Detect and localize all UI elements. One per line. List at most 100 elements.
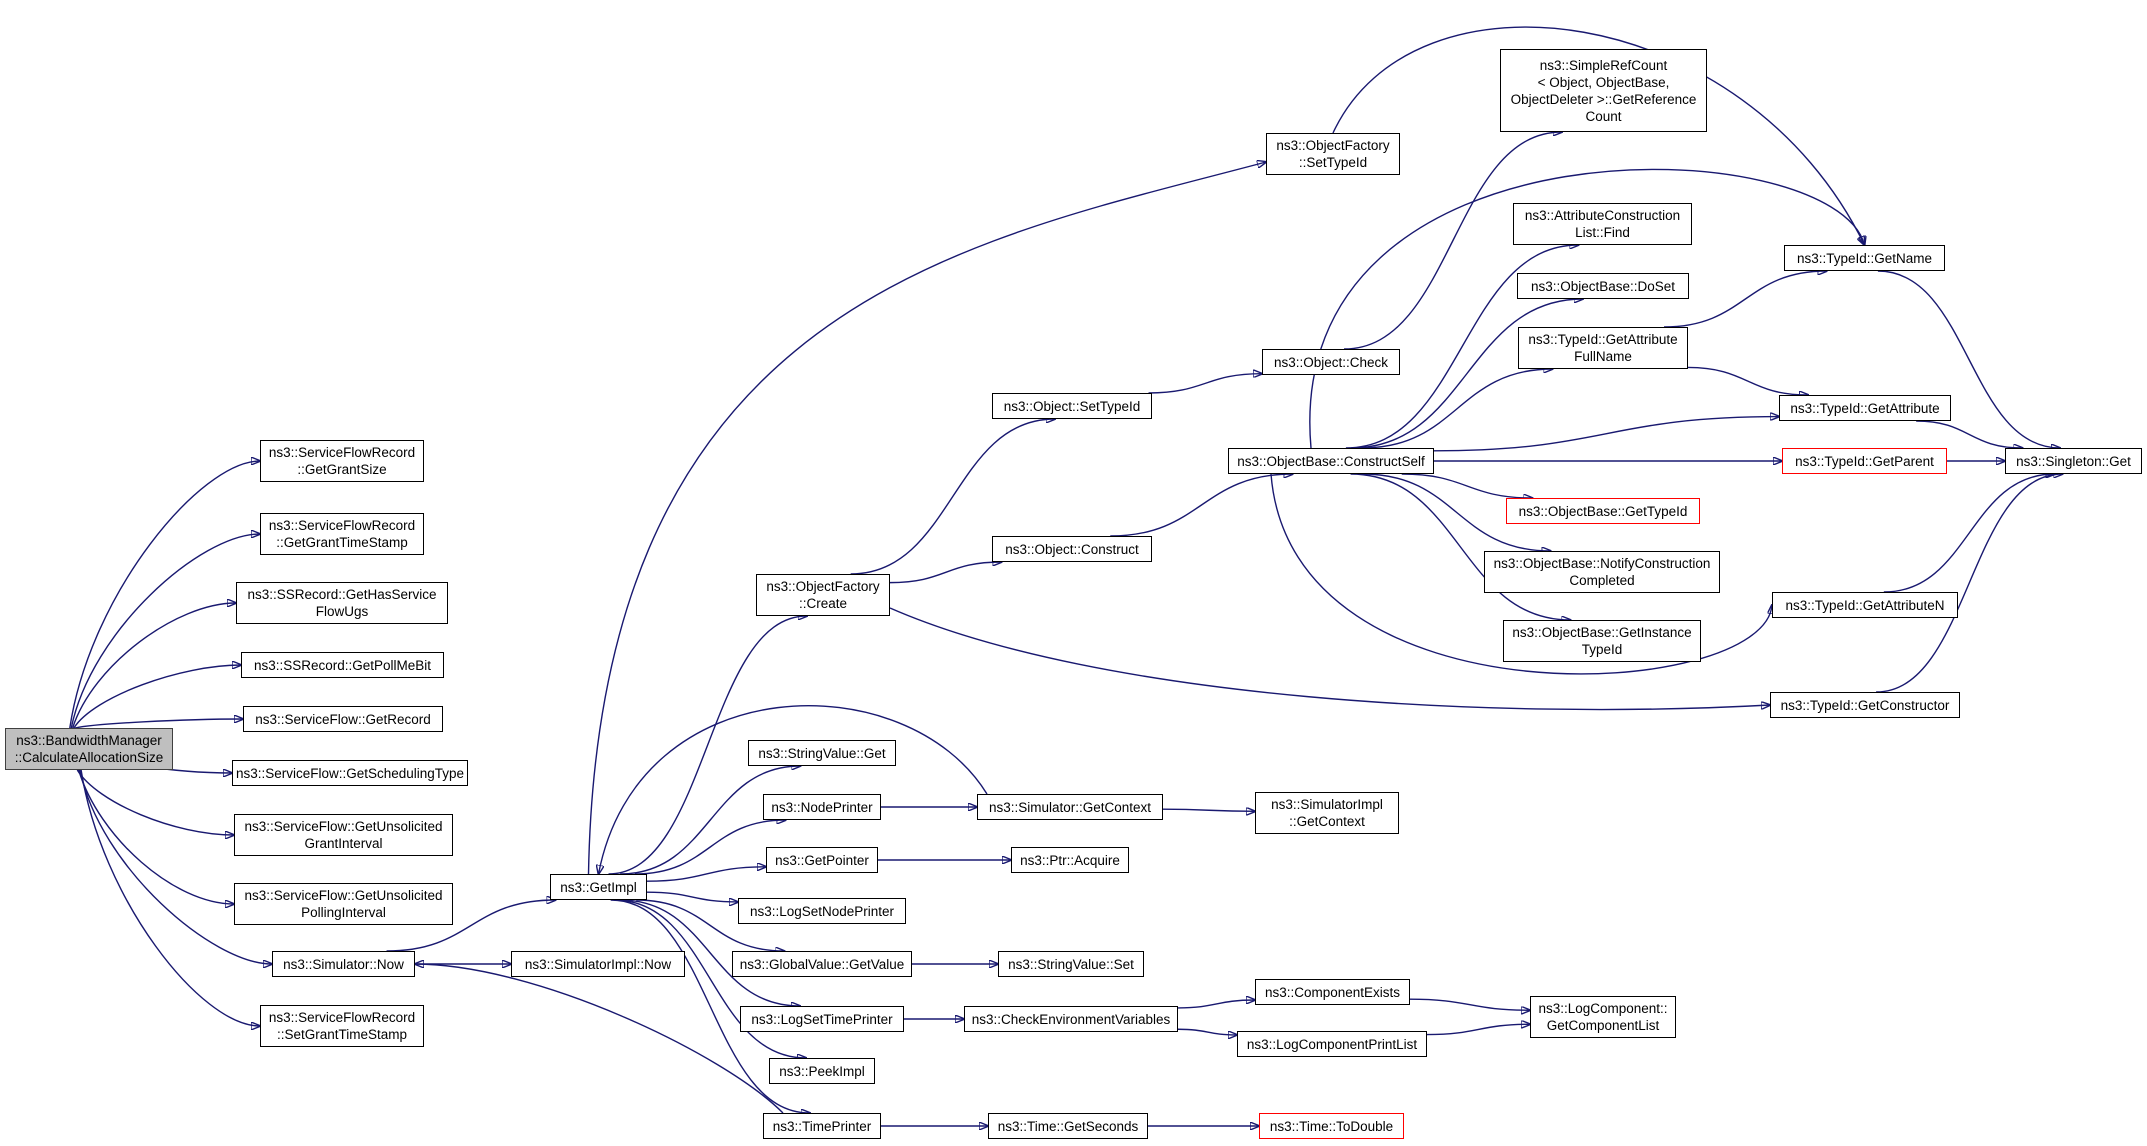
edge-tid_getattrfullname-to-tid_getattribute: [1687, 366, 1808, 395]
edge-ob_constructself-to-ob_doset: [1351, 299, 1583, 449]
node-serviceflow-getschedulingtype[interactable]: ns3::ServiceFlow::GetSchedulingType: [232, 760, 468, 786]
edge-ob_constructself-to-tid_getname: [1309, 168, 1865, 449]
edge-of_settypeid-to-tid_getname: [1332, 26, 1865, 245]
node-simulator-now[interactable]: ns3::Simulator::Now: [272, 951, 415, 977]
edge-getimpl-to-logsettimeprinter: [620, 899, 800, 1006]
edge-getimpl-to-of_settypeid: [587, 162, 1267, 875]
node-object-settypeid[interactable]: ns3::Object::SetTypeId: [992, 393, 1152, 419]
edge-getimpl-to-logsetnodeprinter: [646, 891, 738, 902]
node-typeid-getname[interactable]: ns3::TypeId::GetName: [1784, 245, 1945, 271]
edge-calc-to-sf_getrecord: [74, 719, 243, 729]
node-objectbase-getinstancetypeid[interactable]: ns3::ObjectBase::GetInstance TypeId: [1503, 620, 1701, 662]
node-logsetnodeprinter[interactable]: ns3::LogSetNodePrinter: [738, 898, 906, 924]
node-objectbase-constructself[interactable]: ns3::ObjectBase::ConstructSelf: [1228, 448, 1434, 474]
edge-calc-to-ssr_hasservice: [71, 603, 236, 729]
edge-timeprinter-to-sim_now: [415, 964, 784, 1114]
edge-obj_construct-to-ob_constructself: [1110, 474, 1292, 537]
node-typeid-getparent[interactable]: ns3::TypeId::GetParent: [1782, 448, 1947, 474]
edge-sim_getcontext-to-getimpl: [599, 705, 988, 874]
edge-getimpl-to-peekimpl: [614, 899, 806, 1058]
node-attributeconstructionlist-find[interactable]: ns3::AttributeConstruction List::Find: [1513, 203, 1692, 245]
edge-ob_constructself-to-tid_getattribute: [1433, 417, 1779, 452]
edge-getimpl-to-gv_getvalue: [636, 899, 784, 951]
edge-of_create-to-obj_construct: [889, 562, 1002, 584]
edge-ob_constructself-to-ob_gettypeid: [1401, 473, 1533, 498]
node-ssrecord-getpollmebit[interactable]: ns3::SSRecord::GetPollMeBit: [241, 652, 444, 678]
edge-calc-to-ssr_pollme: [73, 665, 241, 729]
edge-calc-to-sf_unsol_grant: [76, 769, 234, 835]
node-logcomponent-getcomponentlist[interactable]: ns3::LogComponent:: GetComponentList: [1530, 996, 1676, 1038]
node-simplerefcount-getreferencecount[interactable]: ns3::SimpleRefCount < Object, ObjectBase…: [1500, 49, 1707, 132]
node-serviceflowrecord-getgrantsize[interactable]: ns3::ServiceFlowRecord ::GetGrantSize: [260, 440, 424, 482]
edge-tid_getname-to-singleton_get: [1877, 270, 2060, 448]
edge-getimpl-to-nodeprinter: [634, 820, 786, 875]
edge-of_create-to-tid_getconstructor: [889, 607, 1770, 711]
edge-ob_constructself-to-ob_getinstance: [1350, 473, 1571, 620]
edge-sim_now-to-getimpl: [386, 900, 556, 952]
node-globalvalue-getvalue[interactable]: ns3::GlobalValue::GetValue: [732, 951, 912, 977]
edge-sim_getcontext-to-simimpl_getcontext: [1162, 809, 1255, 811]
node-serviceflowrecord-getgranttimestamp[interactable]: ns3::ServiceFlowRecord ::GetGrantTimeSta…: [260, 513, 424, 555]
node-ptr-acquire[interactable]: ns3::Ptr::Acquire: [1011, 847, 1129, 873]
node-componentexists[interactable]: ns3::ComponentExists: [1255, 979, 1410, 1005]
edge-tid_getconstructor-to-singleton_get: [1876, 474, 2062, 693]
node-object-check[interactable]: ns3::Object::Check: [1262, 349, 1400, 375]
node-stringvalue-set[interactable]: ns3::StringValue::Set: [998, 951, 1144, 977]
edge-logcompprintlist-to-logcomp_getlist: [1426, 1024, 1530, 1036]
edge-obj_settypeid-to-obj_check: [1148, 374, 1262, 394]
node-typeid-getattribute[interactable]: ns3::TypeId::GetAttribute: [1779, 395, 1951, 421]
edge-getimpl-to-timeprinter: [610, 899, 810, 1113]
node-simulatorimpl-now[interactable]: ns3::SimulatorImpl::Now: [511, 951, 685, 977]
edge-checkenv-to-componentexists: [1177, 1000, 1255, 1009]
edge-ob_constructself-to-tid_getattrfullname: [1362, 369, 1552, 449]
node-serviceflow-getunsolicitedgrantinterval[interactable]: ns3::ServiceFlow::GetUnsolicited GrantIn…: [234, 814, 453, 856]
node-serviceflow-getrecord[interactable]: ns3::ServiceFlow::GetRecord: [243, 706, 443, 732]
node-typeid-getattributefullname[interactable]: ns3::TypeId::GetAttribute FullName: [1518, 327, 1688, 369]
node-objectbase-doset[interactable]: ns3::ObjectBase::DoSet: [1517, 273, 1689, 299]
edge-calc-to-sfr_grantsize: [69, 461, 260, 729]
node-bandwidthmanager-calculateallocationsize[interactable]: ns3::BandwidthManager ::CalculateAllocat…: [5, 728, 173, 770]
node-getpointer[interactable]: ns3::GetPointer: [766, 847, 878, 873]
edge-obj_check-to-simplerefcount: [1344, 132, 1562, 350]
node-getimpl[interactable]: ns3::GetImpl: [550, 874, 647, 900]
node-object-construct[interactable]: ns3::Object::Construct: [992, 536, 1152, 562]
edge-tid_getattribute-to-singleton_get: [1916, 420, 2022, 448]
node-logsettimeprinter[interactable]: ns3::LogSetTimePrinter: [740, 1006, 904, 1032]
node-typeid-getconstructor[interactable]: ns3::TypeId::GetConstructor: [1770, 692, 1960, 718]
edge-ob_constructself-to-acl_find: [1345, 245, 1579, 449]
node-objectbase-notifyconstructioncompleted[interactable]: ns3::ObjectBase::NotifyConstruction Comp…: [1484, 551, 1720, 593]
edge-of_create-to-obj_settypeid: [850, 419, 1055, 575]
edge-componentexists-to-logcomp_getlist: [1409, 998, 1530, 1010]
node-time-todouble[interactable]: ns3::Time::ToDouble: [1259, 1113, 1404, 1139]
node-checkenvironmentvariables[interactable]: ns3::CheckEnvironmentVariables: [964, 1006, 1178, 1032]
node-timeprinter[interactable]: ns3::TimePrinter: [763, 1113, 881, 1139]
edge-getimpl-to-getpointer: [646, 867, 766, 882]
node-simulatorimpl-getcontext[interactable]: ns3::SimulatorImpl ::GetContext: [1255, 792, 1399, 834]
edge-calc-to-sim_now: [79, 769, 272, 964]
node-simulator-getcontext[interactable]: ns3::Simulator::GetContext: [977, 794, 1163, 820]
edge-ob_constructself-to-ob_notify: [1362, 473, 1551, 551]
node-stringvalue-get[interactable]: ns3::StringValue::Get: [748, 740, 896, 766]
edge-getimpl-to-stringvalue_get: [620, 766, 800, 875]
edge-calc-to-sfr_setgrant: [80, 769, 260, 1026]
edge-ob_constructself-to-tid_getattributen: [1270, 473, 1772, 675]
node-objectfactory-settypeid[interactable]: ns3::ObjectFactory ::SetTypeId: [1266, 133, 1400, 175]
edge-tid_getattributen-to-singleton_get: [1883, 474, 2055, 593]
node-logcomponentprintlist[interactable]: ns3::LogComponentPrintList: [1237, 1031, 1427, 1057]
node-serviceflowrecord-setgranttimestamp[interactable]: ns3::ServiceFlowRecord ::SetGrantTimeSta…: [260, 1005, 424, 1047]
node-nodeprinter[interactable]: ns3::NodePrinter: [763, 794, 881, 820]
edge-calc-to-sf_unsol_polling: [77, 769, 234, 904]
edge-checkenv-to-logcompprintlist: [1177, 1028, 1237, 1035]
node-ssrecord-gethasserviceflowugs[interactable]: ns3::SSRecord::GetHasService FlowUgs: [236, 582, 448, 624]
node-serviceflow-getunsolicitedpollinginterval[interactable]: ns3::ServiceFlow::GetUnsolicited Polling…: [234, 883, 453, 925]
node-objectfactory-create[interactable]: ns3::ObjectFactory ::Create: [756, 574, 890, 616]
node-singleton-get[interactable]: ns3::Singleton::Get: [2005, 448, 2142, 474]
edge-calc-to-sfr_granttimestamp: [70, 534, 260, 729]
edge-tid_getattrfullname-to-tid_getname: [1664, 271, 1827, 328]
edge-getimpl-to-of_create: [608, 616, 806, 875]
node-objectbase-gettypeid[interactable]: ns3::ObjectBase::GetTypeId: [1506, 498, 1700, 524]
node-peekimpl[interactable]: ns3::PeekImpl: [769, 1058, 875, 1084]
node-typeid-getattributen[interactable]: ns3::TypeId::GetAttributeN: [1772, 592, 1958, 618]
node-time-getseconds[interactable]: ns3::Time::GetSeconds: [988, 1113, 1148, 1139]
